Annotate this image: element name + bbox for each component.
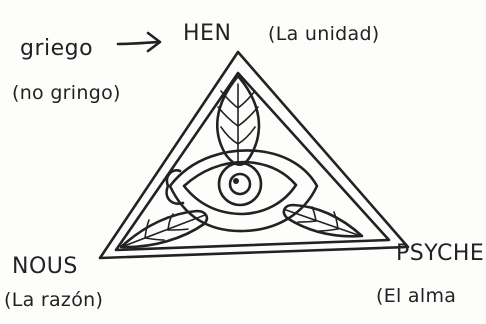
greek-word-label: griego — [20, 36, 93, 61]
greek-note-label: (no gringo) — [12, 82, 121, 104]
nous-label: NOUS — [12, 254, 78, 279]
eye-icon — [167, 150, 317, 231]
hen-meaning-label: (La unidad) — [268, 23, 380, 45]
psyche-label: PSYCHE — [396, 241, 484, 266]
psyche-meaning-label: (El alma — [376, 285, 456, 307]
right-leaf-icon — [284, 205, 362, 236]
right-arrow-icon — [118, 33, 160, 51]
hen-label: HEN — [183, 21, 231, 46]
nous-meaning-label: (La razón) — [4, 289, 103, 311]
